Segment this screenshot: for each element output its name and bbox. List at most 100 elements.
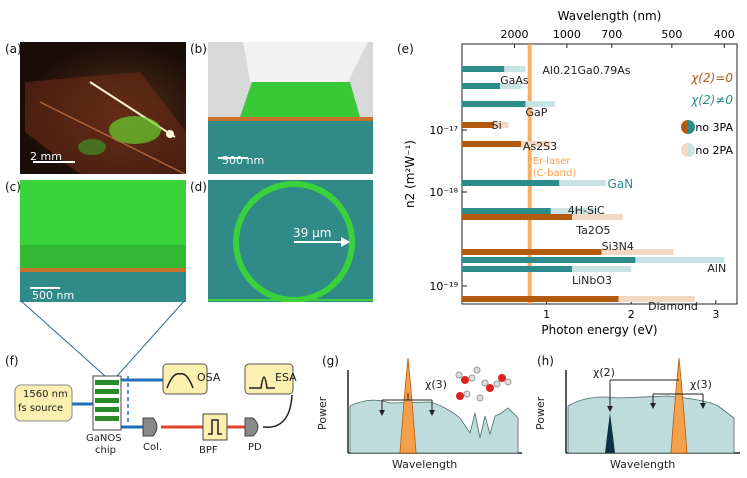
material-label: GaN bbox=[608, 177, 634, 191]
panel-d-radius: 39 µm bbox=[293, 226, 332, 240]
bar-Diamond-ext bbox=[618, 296, 695, 302]
panel-a-scale: 2 mm bbox=[30, 150, 62, 163]
bar-As2S3-main bbox=[462, 141, 522, 147]
material-label: AlN bbox=[707, 262, 726, 275]
chart-e: Wavelength (nm) 2000 1000 700 500 400 1 2 3Photo… bbox=[403, 9, 738, 337]
panel-h-ylabel: Power bbox=[534, 396, 547, 430]
bar-LiNbO3-ext bbox=[572, 266, 632, 272]
panel-g-xlabel: Wavelength bbox=[392, 458, 458, 471]
legend-no2pa: no 2PA bbox=[695, 144, 733, 157]
x2-tick-label: 700 bbox=[601, 28, 622, 41]
bar-Si3N4-ext bbox=[601, 249, 674, 255]
material-label: Ta2O5 bbox=[575, 224, 610, 237]
panel-h-chi3: χ(3) bbox=[690, 378, 712, 391]
panel-a-image bbox=[20, 42, 186, 174]
bar-GaAs-main bbox=[462, 83, 501, 89]
material-label: 4H-SiC bbox=[568, 204, 605, 217]
panel-d-svg bbox=[208, 181, 373, 302]
bar-GaN-main bbox=[462, 180, 560, 186]
panel-c-label: (c) bbox=[5, 180, 21, 194]
panel-g-label: (g) bbox=[322, 354, 339, 368]
legend-2pa-orange bbox=[681, 143, 688, 157]
chip-line2: chip bbox=[95, 445, 116, 456]
panel-b-svg bbox=[208, 42, 373, 174]
zoom-line-right bbox=[116, 300, 186, 377]
laser-label-2: (C-band) bbox=[533, 168, 577, 179]
panel-e-label: (e) bbox=[397, 42, 414, 56]
material-label: Al0.21Ga0.79As bbox=[542, 64, 630, 77]
panel-g-plot bbox=[347, 358, 522, 454]
y-tick-label: 10⁻¹⁹ bbox=[429, 280, 458, 293]
chip-line1: GaNOS bbox=[86, 433, 122, 444]
bpf-label: BPF bbox=[199, 445, 218, 456]
panel-b-image bbox=[208, 42, 373, 174]
legend-3pa-orange bbox=[681, 120, 688, 134]
bar-Diamond-main bbox=[462, 296, 619, 302]
bar-Al0.21Ga0.79As-ext bbox=[504, 66, 526, 72]
bar-AlN-main bbox=[462, 257, 636, 263]
bar-GaAs-ext bbox=[500, 83, 522, 89]
zoom-line-left bbox=[19, 300, 106, 377]
panel-b-label: (b) bbox=[190, 42, 207, 56]
x2-tick-label: 2000 bbox=[500, 28, 528, 41]
source-line1: 1560 nm bbox=[23, 389, 68, 400]
source-line2: fs source bbox=[18, 403, 64, 414]
bar-GaP-main bbox=[462, 101, 526, 107]
y-tick-label: 10⁻¹⁷ bbox=[429, 124, 458, 137]
panel-h-xlabel: Wavelength bbox=[610, 458, 676, 471]
collimator bbox=[142, 417, 158, 437]
x2-tick-label: 500 bbox=[661, 28, 682, 41]
bar-GaP-ext bbox=[525, 101, 556, 107]
bar-LiNbO3-main bbox=[462, 266, 572, 272]
material-label: Diamond bbox=[648, 300, 698, 313]
panel-h-plot bbox=[565, 358, 740, 454]
panel-f-label: (f) bbox=[5, 354, 19, 368]
legend-chi-nonzero: χ(2)≠0 bbox=[690, 93, 733, 107]
legend-chi0: χ(2)=0 bbox=[690, 71, 733, 85]
pd-label: PD bbox=[248, 442, 262, 453]
x-axis-label: Photon energy (eV) bbox=[541, 323, 657, 337]
panel-a-svg bbox=[25, 72, 186, 174]
esa-label: ESA bbox=[275, 371, 297, 384]
legend-3pa-teal bbox=[688, 120, 695, 134]
bar-Si3N4-main bbox=[462, 249, 602, 255]
laser-line bbox=[527, 44, 532, 304]
bar-GaN-ext bbox=[559, 180, 606, 186]
plot-frame bbox=[461, 43, 738, 305]
panel-c-scale: 500 nm bbox=[32, 289, 75, 302]
panel-c-image bbox=[20, 180, 186, 302]
x-tick-label: 1 bbox=[543, 308, 550, 321]
bar-AlN-ext bbox=[635, 257, 725, 263]
bar-4H-SiC-ext bbox=[550, 208, 598, 214]
bar-4H-SiC-main bbox=[462, 208, 551, 214]
panel-h-chi2: χ(2) bbox=[593, 366, 615, 379]
panel-h-label: (h) bbox=[537, 354, 554, 368]
x2-tick-label: 1000 bbox=[553, 28, 581, 41]
legend-2pa-teal bbox=[688, 143, 695, 157]
bar-Ta2O5-ext bbox=[572, 214, 623, 220]
panel-a-label: (a) bbox=[5, 42, 22, 56]
panel-b-scale: 500 nm bbox=[222, 154, 265, 167]
bpf-box bbox=[202, 413, 228, 441]
x-tick-label: 3 bbox=[712, 308, 719, 321]
panel-d-image bbox=[208, 180, 373, 302]
panel-g-ylabel: Power bbox=[316, 396, 329, 430]
material-label: As2S3 bbox=[523, 140, 557, 153]
col-label: Col. bbox=[143, 442, 163, 453]
esa-box bbox=[244, 363, 294, 395]
panel-g-chi3: χ(3) bbox=[425, 378, 447, 391]
panel-d-label: (d) bbox=[190, 180, 207, 194]
x2-axis-label: Wavelength (nm) bbox=[558, 9, 662, 23]
bar-As2S3-ext bbox=[521, 141, 551, 147]
y-axis-label: n2 (m²W⁻¹) bbox=[403, 140, 417, 208]
bar-Si-main bbox=[462, 122, 495, 128]
y-tick-label: 10⁻¹⁸ bbox=[429, 186, 458, 199]
material-label: GaAs bbox=[500, 74, 529, 87]
bar-Si-ext bbox=[494, 122, 509, 128]
bar-Ta2O5-main bbox=[462, 214, 572, 220]
osa-label: OSA bbox=[197, 371, 221, 384]
photodiode bbox=[244, 417, 259, 437]
osa-box bbox=[162, 363, 208, 395]
x2-tick-label: 400 bbox=[714, 28, 735, 41]
x-tick-label: 2 bbox=[628, 308, 635, 321]
